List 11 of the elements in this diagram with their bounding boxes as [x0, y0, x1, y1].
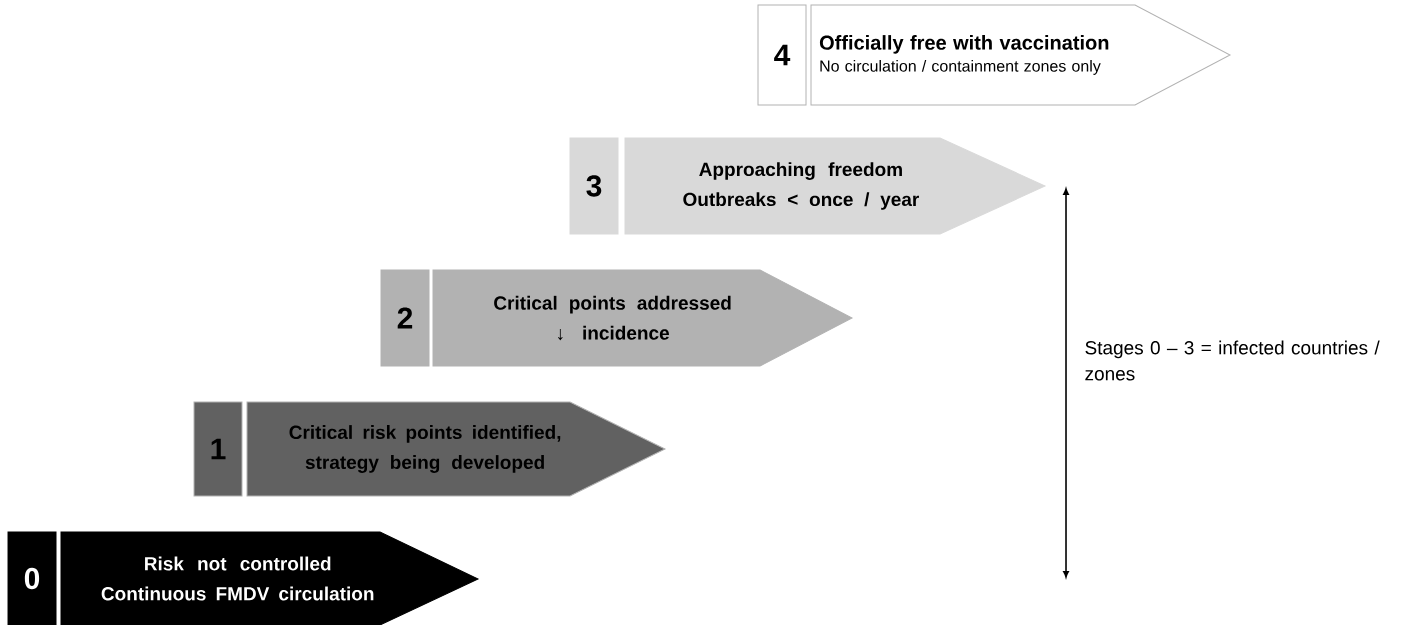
stage-number-box: 2: [380, 269, 430, 367]
stage-number-box: 1: [193, 401, 243, 497]
stage-box: Approaching freedom Outbreaks < once / year: [624, 137, 1046, 235]
stage-box: Critical risk points identified, strategy being developed: [246, 401, 666, 497]
stage-number-box: 4: [757, 4, 807, 106]
stage-box: Critical points addressed ↓ incidence: [432, 269, 853, 367]
stage-box: Officially free with vaccination No circulation / containment zones only: [810, 4, 1231, 106]
stage-number-box: 0: [7, 531, 57, 625]
span-label: Stages 0 – 3 = infected countries / zones: [1085, 340, 1380, 381]
stage-number-box: 3: [569, 137, 619, 235]
stage-box: Risk not controlled Continuous FMDV circulation: [60, 531, 479, 625]
